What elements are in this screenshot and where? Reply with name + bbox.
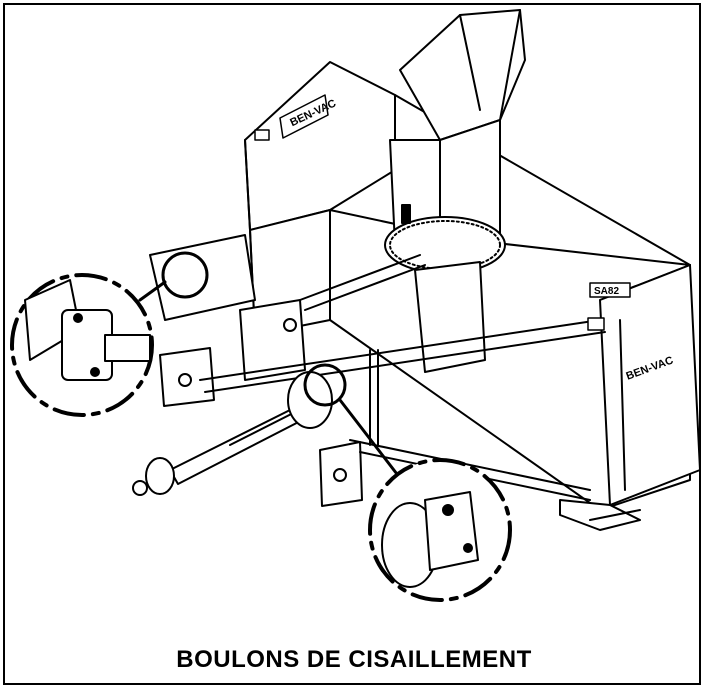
page-border bbox=[3, 3, 701, 685]
model-plate: SA82 bbox=[594, 286, 619, 297]
shear-bolt-detail-right bbox=[303, 363, 512, 602]
figure-caption: BOULONS DE CISAILLEMENT bbox=[176, 646, 532, 673]
shear-bolt-detail-left bbox=[10, 251, 209, 417]
discharge-chute bbox=[384, 9, 526, 373]
